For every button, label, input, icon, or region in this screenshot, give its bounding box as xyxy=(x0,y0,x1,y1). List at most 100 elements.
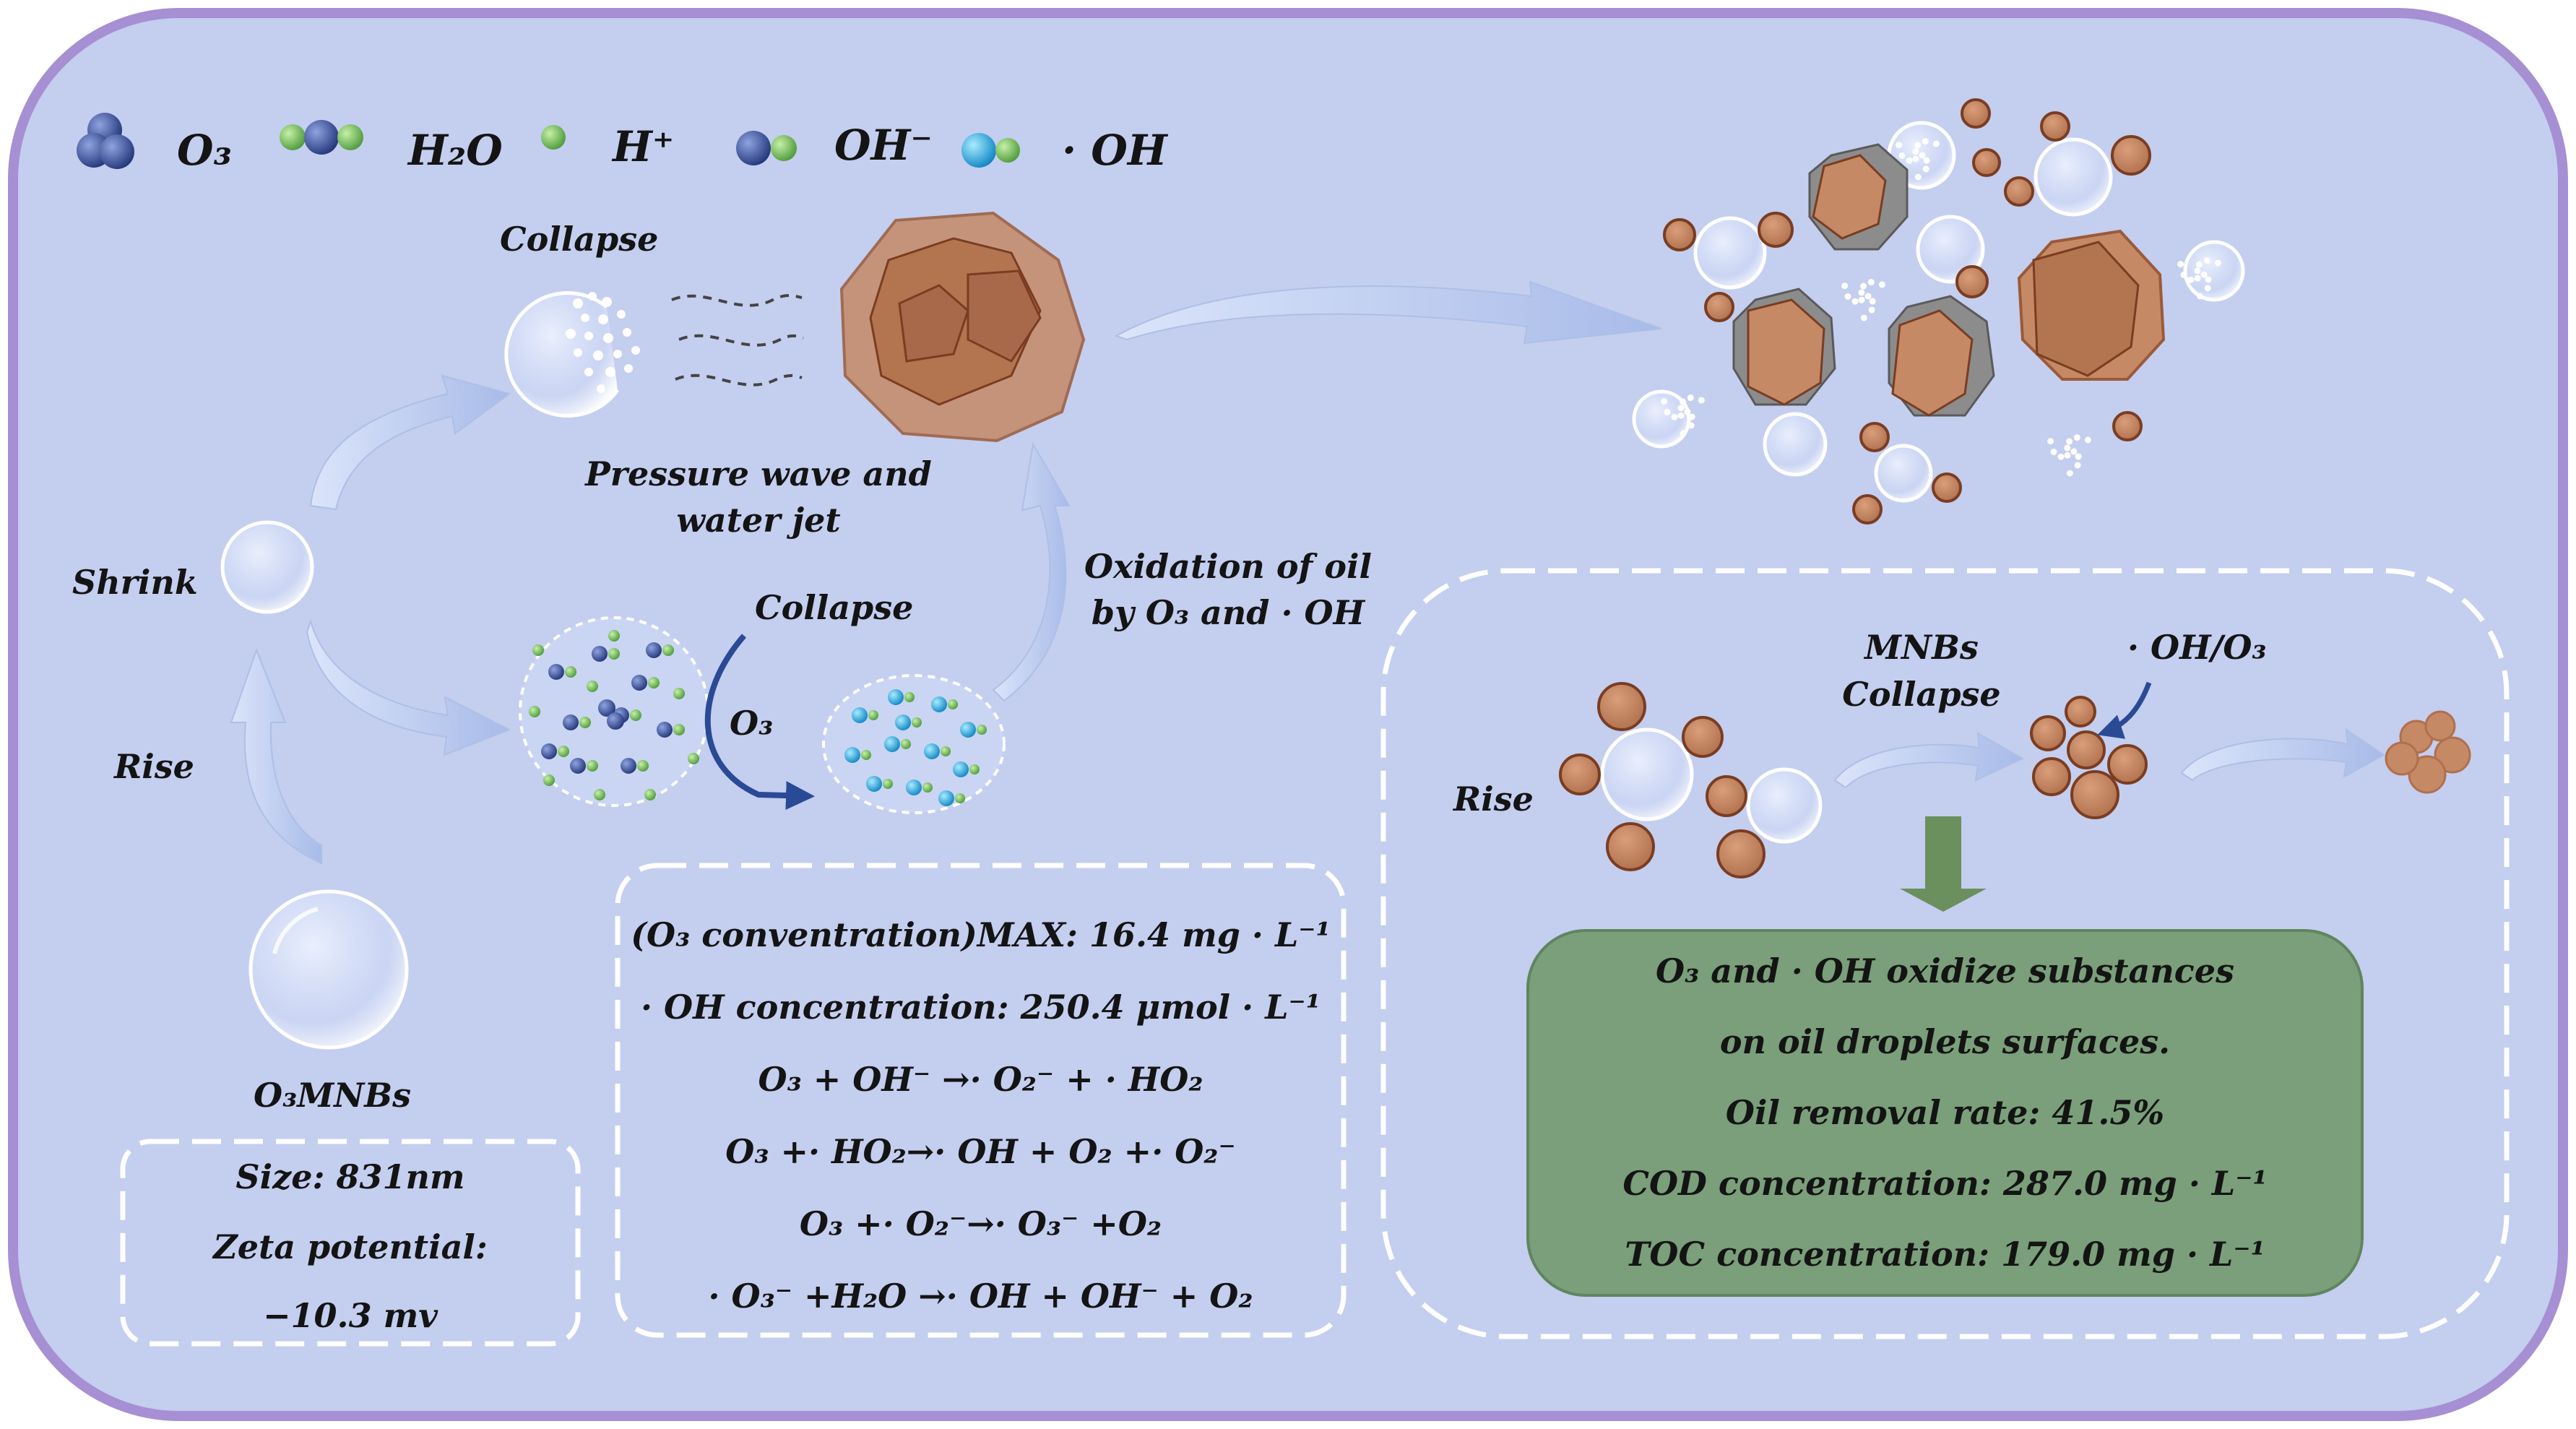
micro-bubble xyxy=(1632,389,1691,449)
ozone-water-cluster xyxy=(519,616,709,807)
hydroxyl-radical xyxy=(866,776,882,792)
hydroxyl-radical xyxy=(931,696,947,712)
micro-bubble-sprinkle xyxy=(1869,298,1876,305)
micro-bubble-sprinkle xyxy=(2177,261,2184,268)
ozone-molecule xyxy=(607,712,624,730)
water-atom xyxy=(662,644,674,656)
legend-h2o-label: H₂O xyxy=(408,126,503,175)
micro-bubble-sprinkle xyxy=(2194,275,2201,282)
water-atom xyxy=(969,764,980,774)
micro-bubble-sprinkle xyxy=(2070,448,2078,455)
result-line: TOC concentration: 179.0 mg · L⁻¹ xyxy=(1625,1235,2265,1274)
micro-bubble-sprinkle xyxy=(2180,271,2187,278)
o3-arrow-label: O₃ xyxy=(730,704,774,743)
aggregation-arrow xyxy=(2180,728,2385,782)
result-line: COD concentration: 287.0 mg · L⁻¹ xyxy=(1622,1164,2268,1203)
hydroxyl-radical xyxy=(924,743,940,759)
water-atom xyxy=(868,710,878,720)
water-atom xyxy=(948,699,958,709)
collapse-mid-label: Collapse xyxy=(755,588,914,627)
water-atom xyxy=(587,760,598,772)
collapsing-bubble xyxy=(504,291,640,418)
result-down-arrow xyxy=(1900,816,1987,912)
micro-bubble-sprinkle xyxy=(1684,408,1691,415)
result-box xyxy=(1526,929,2364,1297)
micro-bubble-sprinkle xyxy=(1687,422,1695,429)
collapse-top-label: Collapse xyxy=(500,220,659,259)
micro-bubble-sprinkle xyxy=(1906,157,1913,164)
reaction-box xyxy=(615,863,1347,1338)
water-atom xyxy=(955,793,965,803)
micro-bubble-sprinkle xyxy=(1680,398,1687,405)
micro-bubble-sprinkle xyxy=(2057,453,2065,460)
rise-left-label: Rise xyxy=(114,747,194,786)
o3mnbs-label: O₃MNBs xyxy=(254,1076,411,1115)
micro-bubble-sprinkle xyxy=(2064,444,2071,452)
shrink-label: Shrink xyxy=(72,563,198,602)
oil-droplet-small xyxy=(1852,494,1883,524)
micro-bubble xyxy=(2183,240,2245,302)
legend-oh-minus-label: OH⁻ xyxy=(834,121,933,170)
rising-droplets-group xyxy=(1559,682,1823,878)
water-atom xyxy=(912,717,922,728)
reaction-line: O₃ + OH⁻ →· O₂⁻ + · HO₂ xyxy=(758,1060,1203,1099)
oil-droplet-small xyxy=(1955,265,1989,298)
micro-bubble-sprinkle xyxy=(1844,293,1851,300)
micro-bubble-sprinkle xyxy=(1680,430,1687,437)
water-atom xyxy=(673,688,685,699)
micro-bubble-sprinkle xyxy=(1878,281,1885,288)
hydroxyl-radical xyxy=(884,736,900,752)
oil-droplet-small xyxy=(1758,212,1794,248)
result-line: Oil removal rate: 41.5% xyxy=(1725,1093,2165,1132)
micro-bubble-sprinkle xyxy=(1677,405,1685,412)
micro-bubble-sprinkle xyxy=(1914,142,1922,149)
micro-bubble-sprinkle xyxy=(1932,140,1940,147)
reaction-line: (O₃ conventration)MAX: 16.4 mg · L⁻¹ xyxy=(631,915,1331,954)
micro-bubble-sprinkle xyxy=(1664,408,1671,415)
micro-bubble xyxy=(1916,215,1985,284)
water-atom xyxy=(529,706,540,717)
reaction-line: O₃ +· HO₂→· OH + O₂ +· O₂⁻ xyxy=(725,1132,1236,1171)
ozone-molecule xyxy=(563,714,579,730)
micro-bubble-sprinkle xyxy=(2204,285,2211,292)
oil-droplet-small xyxy=(1859,422,1890,452)
micro-bubble-sprinkle xyxy=(2066,470,2073,477)
ozone-molecule xyxy=(621,758,636,774)
water-atom xyxy=(637,760,649,772)
micro-bubble xyxy=(2033,137,2113,217)
pressure-wave-lines xyxy=(671,294,804,387)
water-atom xyxy=(941,746,951,756)
rise-arrow xyxy=(230,648,322,865)
hydroxyl-radical xyxy=(888,689,904,705)
micro-bubble-sprinkle xyxy=(1860,282,1867,290)
hydroxyl-radical xyxy=(953,761,969,777)
zeta-value-text: −10.3 mv xyxy=(263,1296,438,1335)
hydroxyl-radical xyxy=(852,707,868,723)
ozone-molecule xyxy=(570,758,586,774)
hydroxyl-radical-icon xyxy=(961,133,1020,168)
oil-fragment xyxy=(1891,309,1974,417)
micro-bubble-sprinkle xyxy=(1698,397,1705,404)
oil-droplet-small xyxy=(1704,292,1734,322)
micro-bubble xyxy=(1874,444,1933,503)
ozone-molecule-icon xyxy=(77,113,134,169)
water-atom xyxy=(861,750,871,760)
water-atom xyxy=(594,789,605,800)
hydroxide-ion-icon xyxy=(736,131,797,165)
hydrogen-ion-icon xyxy=(541,125,566,150)
rise-right-label: Rise xyxy=(1453,780,1534,819)
micro-bubble-sprinkle xyxy=(2194,267,2201,275)
ozone-molecule xyxy=(548,664,564,680)
micro-bubble-sprinkle xyxy=(1922,138,1929,145)
water-atom xyxy=(644,789,656,800)
ozone-molecule xyxy=(592,646,608,662)
oil-droplet-small xyxy=(2111,135,2151,176)
hydroxyl-radical xyxy=(906,780,922,795)
legend-oh-radical-label: · OH xyxy=(1062,126,1167,175)
ozone-molecule xyxy=(646,642,662,658)
micro-bubble-sprinkle xyxy=(1896,142,1903,149)
water-atom xyxy=(543,774,555,786)
micro-bubble-sprinkle xyxy=(2200,271,2208,278)
hydroxyl-radical xyxy=(895,714,911,730)
